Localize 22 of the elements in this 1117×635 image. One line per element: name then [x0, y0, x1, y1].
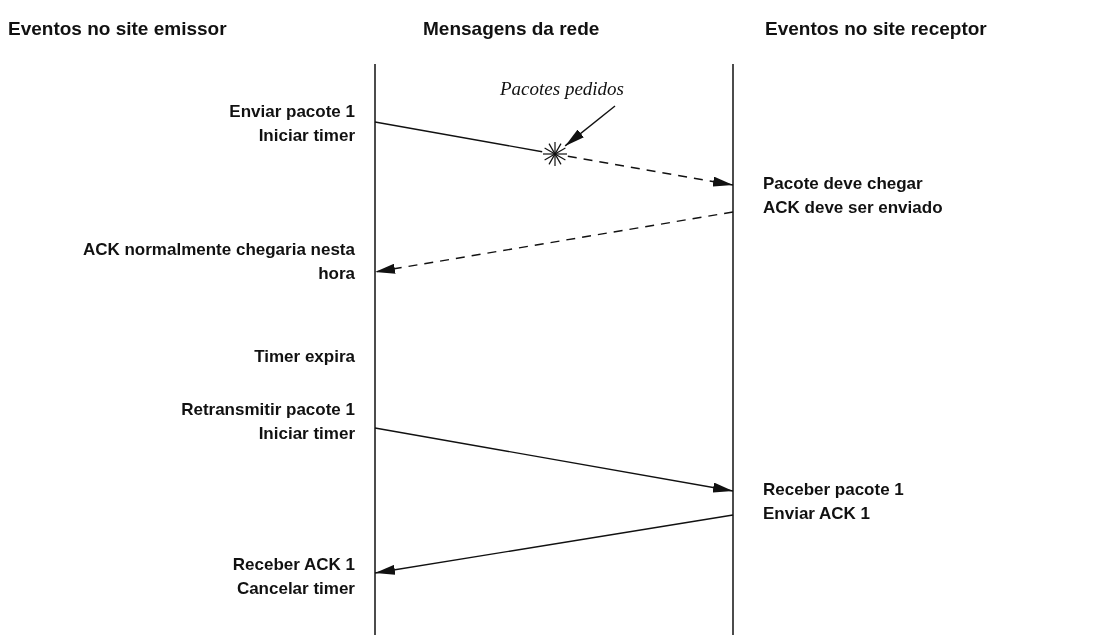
event-text: Enviar pacote 1 [229, 101, 355, 123]
arrow [564, 105, 616, 147]
column-heading: Eventos no site receptor [765, 18, 987, 40]
event-text: Timer expira [254, 346, 355, 368]
event-text: ACK normalmente chegaria nesta hora [81, 239, 355, 285]
event-text: Retransmitir pacote 1 [181, 399, 355, 421]
event-text: Enviar ACK 1 [763, 503, 871, 525]
column-heading: Eventos no site emissor [8, 18, 227, 40]
arrow [567, 155, 734, 187]
event-text: Pacote deve chegar [763, 173, 923, 195]
event-text: ACK deve ser enviado [763, 197, 943, 219]
arrow [374, 427, 734, 493]
arrow [374, 211, 734, 274]
event-text: Receber pacote 1 [763, 479, 904, 501]
event-text: Iniciar timer [258, 125, 355, 147]
callout-text: Pacotes pedidos [500, 78, 624, 100]
event-text: Iniciar timer [258, 423, 355, 445]
arrow [374, 514, 734, 575]
loss-star-mark [542, 141, 568, 167]
column-heading: Mensagens da rede [423, 18, 600, 40]
event-text: Receber ACK 1 [232, 554, 355, 576]
event-text: Cancelar timer [236, 578, 355, 600]
